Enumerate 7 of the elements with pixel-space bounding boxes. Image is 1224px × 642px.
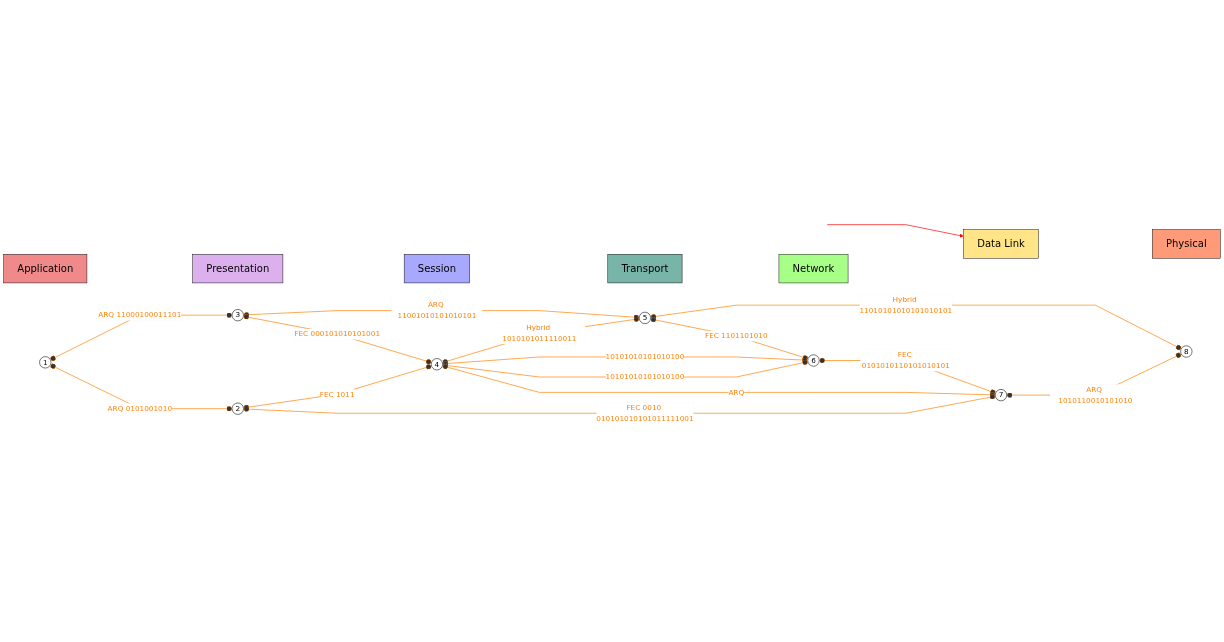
node-box: Network: [778, 254, 849, 284]
node-box: Session: [403, 254, 470, 284]
node-box: Presentation: [192, 254, 284, 284]
node-box: Physical: [1152, 229, 1221, 259]
node-box: Application: [3, 254, 88, 284]
node-box: Transport: [607, 254, 683, 284]
node-box: Data Link: [963, 229, 1039, 259]
